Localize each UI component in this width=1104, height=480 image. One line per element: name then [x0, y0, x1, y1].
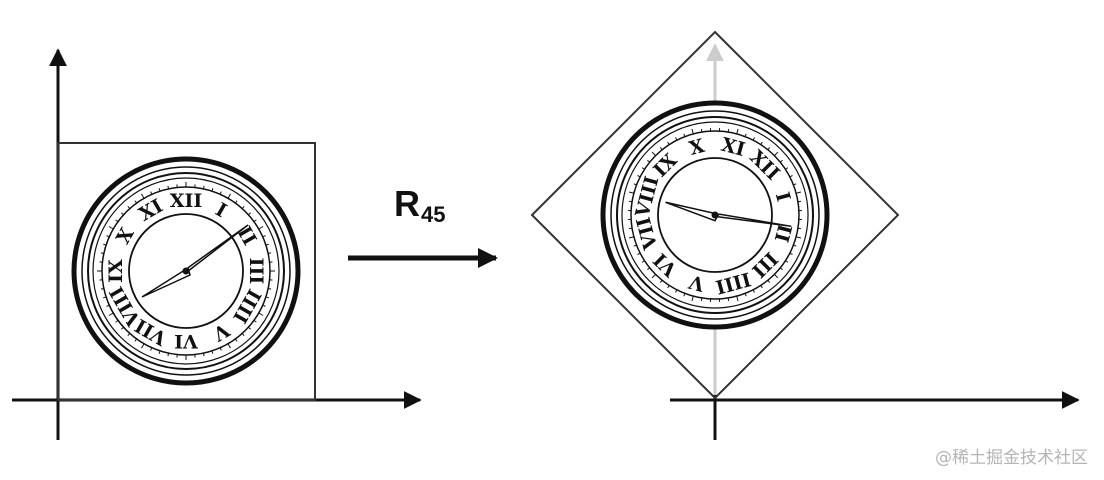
svg-text:II: II: [770, 222, 796, 245]
svg-text:IX: IX: [105, 259, 127, 283]
rotation-operator-subscript: 45: [421, 202, 446, 227]
rotation-operator-letter: R: [394, 183, 420, 224]
svg-text:X: X: [687, 135, 707, 160]
svg-text:VI: VI: [174, 330, 199, 352]
svg-text:V: V: [686, 270, 708, 296]
svg-text:III: III: [245, 258, 267, 285]
rotated-bounding-square: [530, 30, 900, 400]
svg-text:XII: XII: [170, 190, 203, 212]
rotation-operator-label: R45: [394, 183, 445, 228]
watermark-text: @稀土掘金技术社区: [935, 448, 1088, 468]
original-bounding-square: [57, 142, 316, 401]
